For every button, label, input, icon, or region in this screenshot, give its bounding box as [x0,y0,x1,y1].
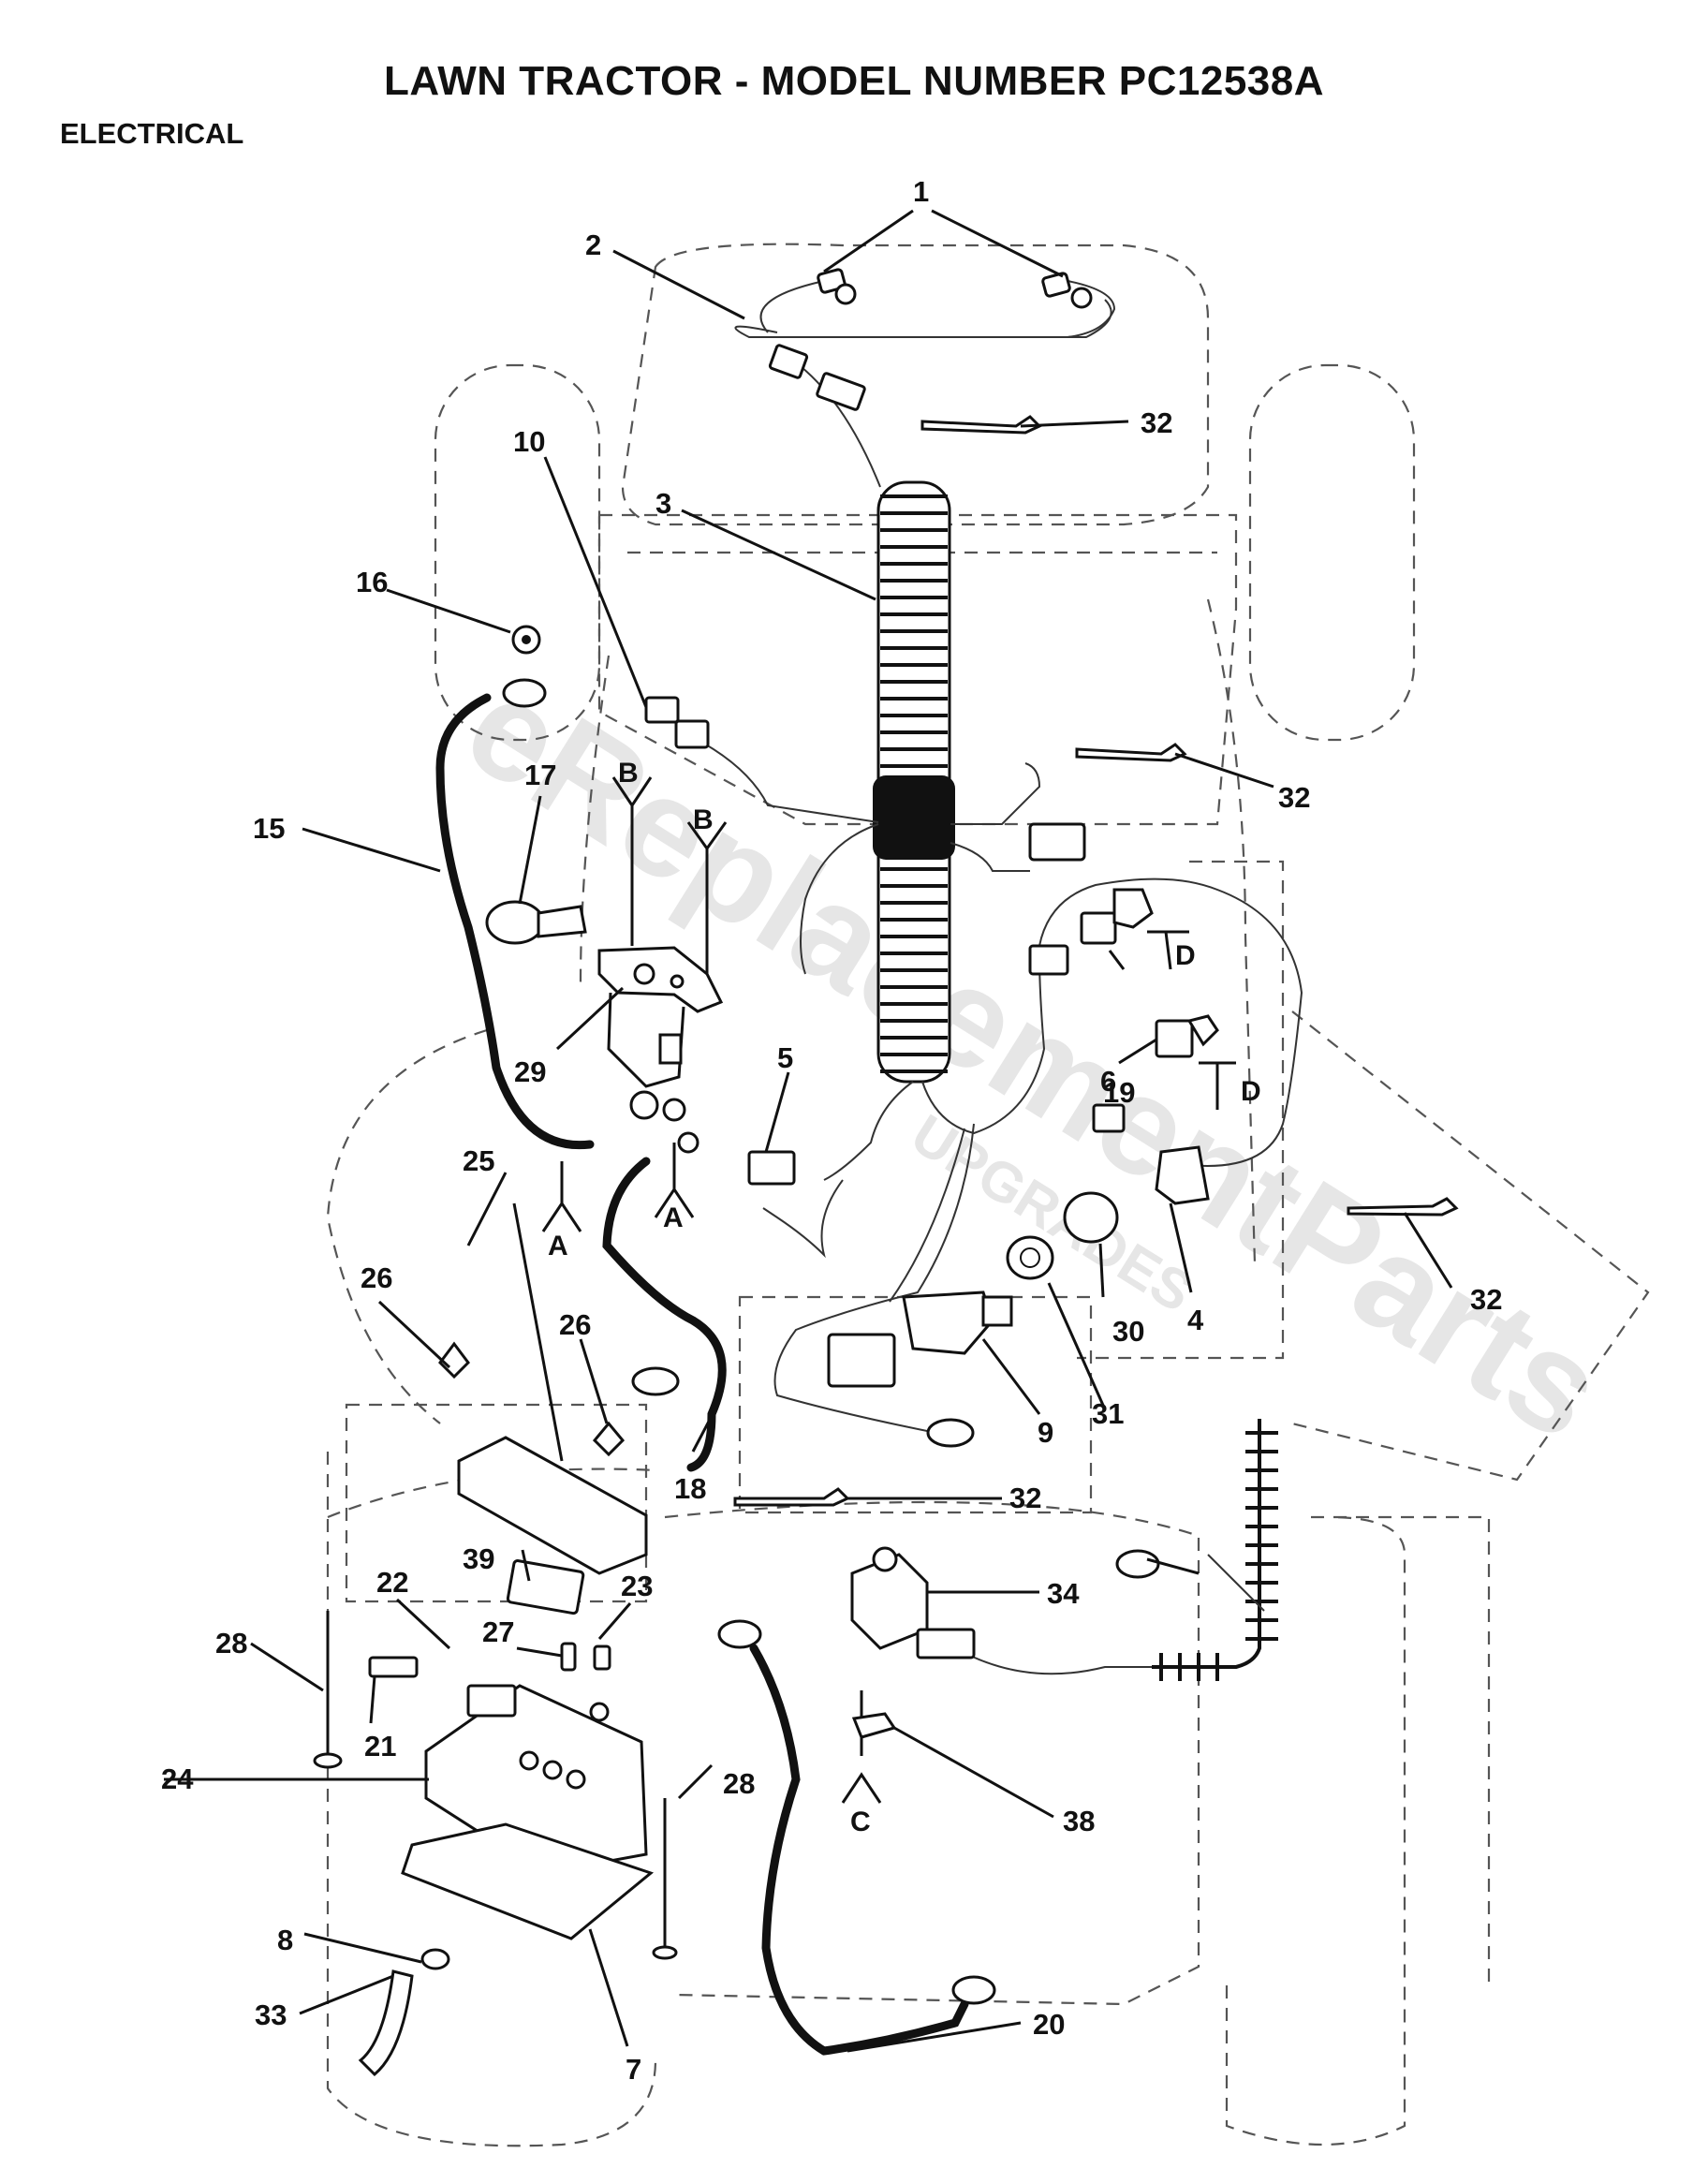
battery-parts [313,1341,678,2077]
cable-ties [733,415,1459,1507]
callout-32a: 32 [1141,406,1172,439]
harness-conduit [873,480,955,1084]
callout-6: 6 [1100,1065,1116,1098]
callout-34: 34 [1047,1577,1080,1610]
callout-38: 38 [1063,1805,1095,1837]
callout-32b: 32 [1278,781,1310,814]
callout-27: 27 [482,1615,514,1648]
callout-24: 24 [161,1763,194,1795]
ring-terminals [502,678,1200,2005]
callout-18: 18 [674,1472,706,1505]
callout-4: 4 [1187,1304,1204,1336]
watermark: eReplacementParts UPGRADES [441,645,1630,1469]
callout-23: 23 [621,1570,653,1602]
callout-26b: 26 [559,1308,591,1341]
callout-2: 2 [585,229,601,261]
callout-1: 1 [913,175,929,208]
callout-22: 22 [376,1566,408,1599]
callout-15: 15 [253,812,285,845]
page-title: LAWN TRACTOR - MODEL NUMBER PC12538A [383,58,1325,104]
callout-20: 20 [1033,2008,1065,2041]
callout-26a: 26 [361,1261,392,1294]
callout-39: 39 [463,1542,494,1575]
callout-16: 16 [356,566,388,598]
callout-19: 19 [1103,1076,1135,1109]
callout-32c: 32 [1470,1283,1502,1316]
callout-5: 5 [777,1041,793,1074]
callout-3: 3 [655,487,671,520]
coiled-wire [1152,1419,1278,1681]
callout-33: 33 [255,1999,287,2031]
callout-17: 17 [524,759,556,791]
callout-28b: 28 [723,1767,755,1800]
battery-cables [435,693,969,2056]
headlights [768,268,1093,411]
connector-label-b1: B [618,758,639,789]
connector-label-a1: A [548,1231,568,1261]
connector-label-c: C [850,1807,871,1837]
callout-9: 9 [1038,1416,1053,1449]
callout-29: 29 [514,1055,546,1088]
callout-7: 7 [626,2053,641,2086]
callout-31: 31 [1092,1397,1124,1430]
connector-label-d2: D [1241,1076,1261,1107]
callout-28a: 28 [215,1627,247,1659]
callout-leaders [164,209,1453,2053]
section-label: ELECTRICAL [60,117,244,150]
callout-30: 30 [1112,1315,1144,1348]
callout-8: 8 [277,1924,293,1956]
callout-21: 21 [364,1730,396,1763]
connector-label-b2: B [693,804,714,835]
lower-right-parts [850,1546,976,1756]
callout-numbers: 1 2 3 4 5 6 7 8 9 10 15 16 17 18 19 20 2… [161,175,1502,2086]
callout-25: 25 [463,1144,494,1177]
callout-10: 10 [513,425,545,458]
connector-markers: B B A A C D D [541,758,1261,1837]
switches [644,696,1219,1388]
solenoid-assembly [485,625,724,1154]
callout-32d: 32 [1009,1482,1041,1514]
connector-label-d1: D [1175,940,1196,971]
connector-label-a2: A [663,1202,684,1233]
